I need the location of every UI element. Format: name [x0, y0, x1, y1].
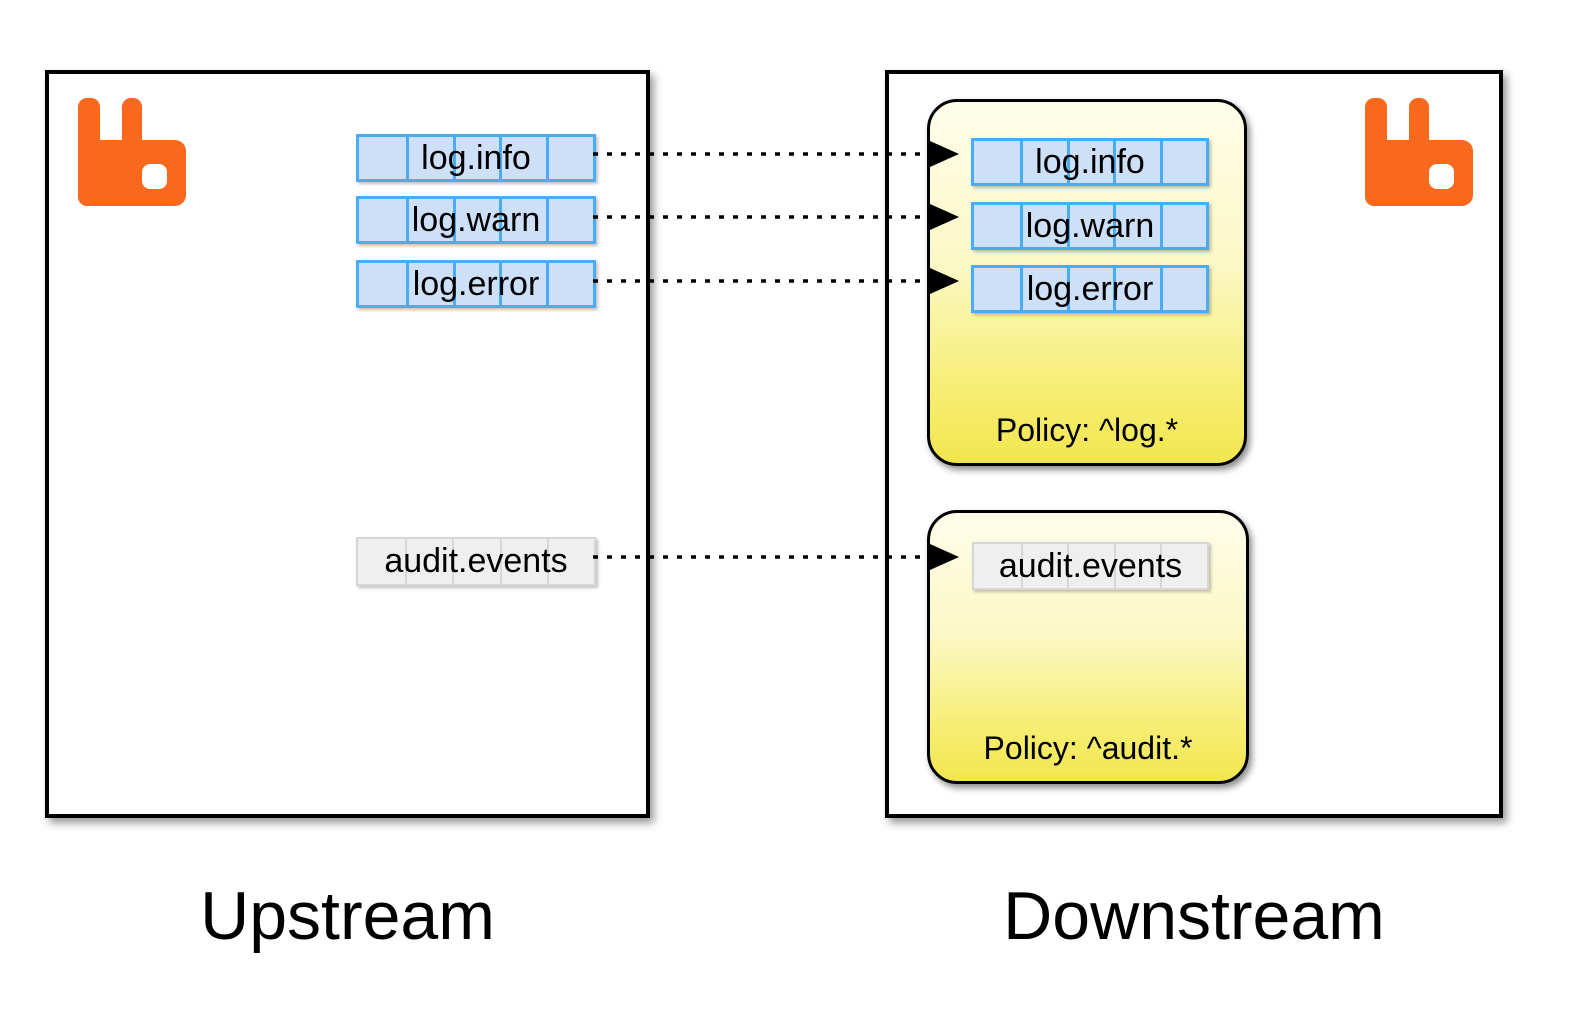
- upstream-broker-box: log.info log.warn log.error audit.events: [45, 70, 650, 818]
- queue-upstream-log-warn: log.warn: [356, 196, 596, 244]
- queue-segment-divider: [499, 263, 503, 305]
- downstream-caption: Downstream: [1003, 878, 1385, 954]
- queue-segment-divider: [1160, 544, 1163, 588]
- rabbitmq-logo-icon: [1365, 98, 1473, 206]
- queue-segment-divider: [546, 199, 550, 241]
- policy-label: Policy: ^audit.*: [983, 730, 1193, 766]
- queue-segment-divider: [1067, 544, 1070, 588]
- queue-label: log.info: [421, 138, 531, 177]
- queue-segment-divider: [1113, 141, 1117, 183]
- queue-segment-divider: [1020, 268, 1024, 310]
- queue-segment-divider: [452, 539, 455, 584]
- policy-label: Policy: ^log.*: [995, 412, 1179, 448]
- queue-segment-divider: [1020, 205, 1024, 247]
- queue-segment-divider: [1066, 141, 1070, 183]
- upstream-caption: Upstream: [200, 878, 495, 954]
- queue-upstream-audit-events: audit.events: [356, 537, 596, 586]
- queue-segment-divider: [405, 263, 409, 305]
- queue-downstream-log-warn: log.warn: [971, 202, 1209, 250]
- policy-box-audit: audit.events Policy: ^audit.*: [927, 510, 1249, 784]
- queue-downstream-audit-events: audit.events: [972, 542, 1209, 590]
- queue-segment-divider: [1159, 268, 1163, 310]
- policy-box-log: log.info log.warn log.error Policy: ^log…: [927, 99, 1247, 466]
- queue-label: log.error: [412, 264, 540, 303]
- queue-downstream-log-info: log.info: [971, 138, 1209, 186]
- logo-cutout: [1429, 164, 1454, 189]
- downstream-broker-box: log.info log.warn log.error Policy: ^log…: [885, 70, 1503, 818]
- queue-segment-divider: [452, 199, 456, 241]
- queue-segment-divider: [405, 199, 409, 241]
- queue-segment-divider: [452, 263, 456, 305]
- queue-segment-divider: [1020, 141, 1024, 183]
- queue-label: audit.events: [998, 546, 1183, 585]
- queue-segment-divider: [1159, 141, 1163, 183]
- queue-segment-divider: [405, 539, 408, 584]
- queue-segment-divider: [1159, 205, 1163, 247]
- queue-segment-divider: [499, 539, 502, 584]
- queue-segment-divider: [499, 199, 503, 241]
- queue-segment-divider: [1066, 205, 1070, 247]
- logo-cutout: [142, 164, 167, 189]
- queue-downstream-log-error: log.error: [971, 265, 1209, 313]
- queue-label: log.warn: [411, 200, 541, 239]
- queue-segment-divider: [546, 137, 550, 179]
- queue-segment-divider: [1066, 268, 1070, 310]
- queue-segment-divider: [499, 137, 503, 179]
- queue-upstream-log-info: log.info: [356, 134, 596, 182]
- queue-segment-divider: [1113, 544, 1116, 588]
- queue-segment-divider: [546, 263, 550, 305]
- queue-upstream-log-error: log.error: [356, 260, 596, 308]
- queue-segment-divider: [452, 137, 456, 179]
- rabbitmq-logo-icon: [78, 98, 186, 206]
- queue-label: audit.events: [384, 542, 568, 580]
- queue-label: log.warn: [1025, 206, 1155, 245]
- queue-segment-divider: [405, 137, 409, 179]
- queue-label: log.error: [1026, 269, 1154, 308]
- queue-segment-divider: [1020, 544, 1023, 588]
- queue-segment-divider: [546, 539, 549, 584]
- queue-segment-divider: [1113, 268, 1117, 310]
- queue-segment-divider: [1113, 205, 1117, 247]
- queue-label: log.info: [1035, 142, 1145, 181]
